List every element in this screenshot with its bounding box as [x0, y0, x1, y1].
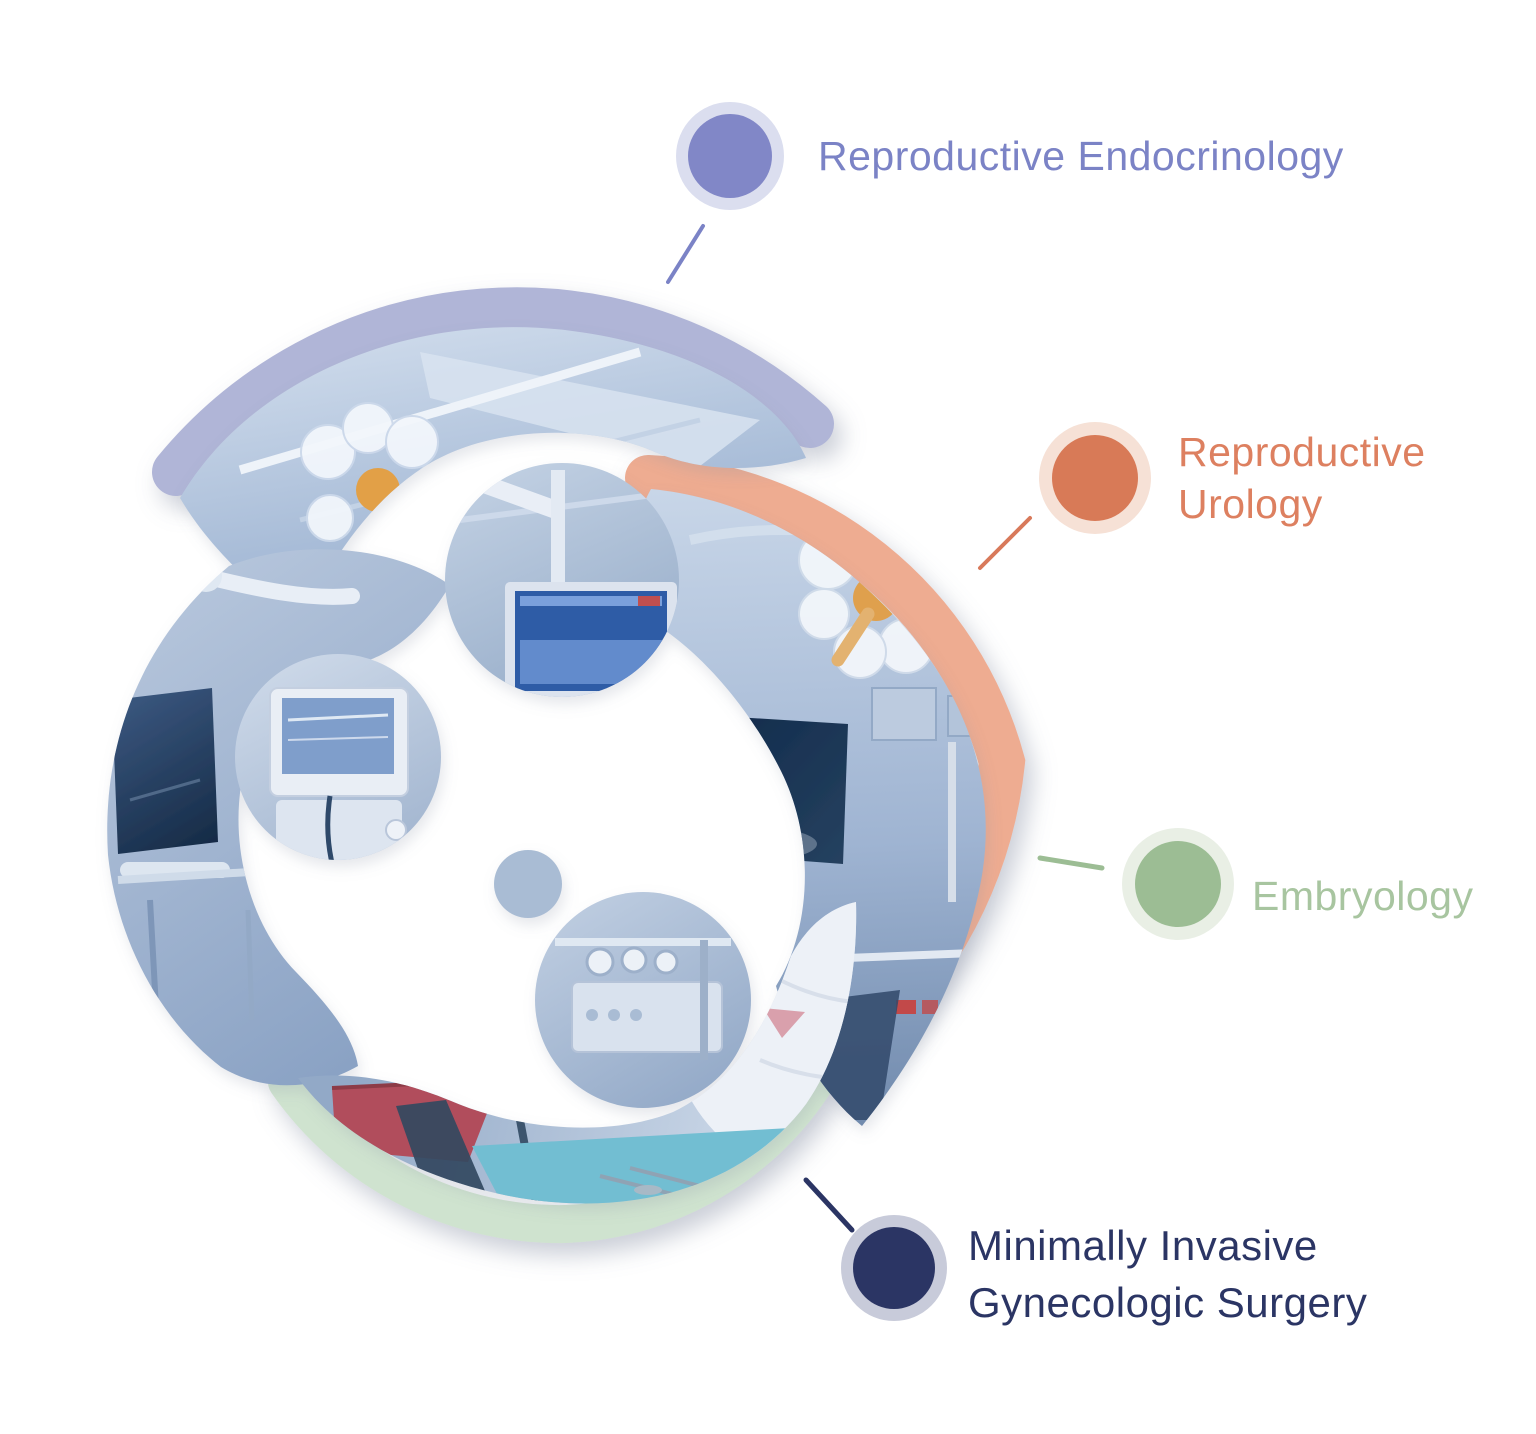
- pole: [700, 940, 708, 1060]
- endocrinology-label: Reproductive Endocrinology: [818, 133, 1344, 179]
- ceiling-line: [459, 489, 677, 523]
- legend-item-endocrinology[interactable]: Reproductive Endocrinology: [676, 102, 1344, 210]
- pole: [245, 909, 255, 1021]
- ceiling-panel: [420, 352, 760, 466]
- connector-lines: [666, 224, 1105, 1233]
- teal-drape: [472, 1128, 826, 1204]
- knob: [385, 819, 407, 841]
- camera-head: [452, 463, 488, 488]
- gauge: [653, 949, 679, 975]
- screen-ui-bar: [520, 596, 662, 606]
- urology-label-line2: Urology: [1178, 481, 1323, 527]
- wall-panel: [871, 687, 937, 741]
- light-handle-knob: [356, 468, 400, 512]
- connector-embryology: [1037, 855, 1105, 871]
- embryology-bullet: [1135, 841, 1221, 927]
- gauge: [620, 946, 648, 974]
- outlet: [896, 1000, 916, 1014]
- surgery-bullet: [853, 1227, 935, 1309]
- embryology-label: Embryology: [1252, 873, 1473, 919]
- petal-left-photo: [107, 549, 450, 1086]
- connector-urology: [978, 516, 1032, 570]
- legend-item-surgery[interactable]: Minimally Invasive Gynecologic Surgery: [841, 1215, 1367, 1326]
- shelf: [555, 938, 731, 946]
- screen-ui-badge: [638, 596, 660, 606]
- knob: [608, 1009, 620, 1021]
- outlet: [922, 1000, 938, 1014]
- legend-item-embryology[interactable]: Embryology: [1122, 828, 1473, 940]
- sheet-fold: [759, 1048, 857, 1082]
- monitor-screen: [282, 698, 394, 774]
- inner-circle-patient-monitor: [235, 654, 441, 860]
- endocrinology-bullet: [688, 114, 772, 198]
- arm-joint: [190, 560, 222, 592]
- sheet-fold: [779, 978, 857, 1006]
- stand-pole: [948, 742, 956, 902]
- vital-trace: [287, 713, 389, 722]
- instrument: [629, 1166, 701, 1188]
- cable: [325, 795, 363, 860]
- legend-item-urology[interactable]: Reproductive Urology: [1039, 422, 1426, 534]
- monitor-screen: [112, 688, 218, 854]
- vital-trace: [287, 736, 389, 741]
- gauge: [585, 947, 615, 977]
- connector-endocrinology: [666, 224, 705, 284]
- mount-pole: [551, 470, 565, 585]
- inner-circle-monitor-arm: [445, 463, 679, 697]
- surgery-label-line2: Gynecologic Surgery: [968, 1279, 1367, 1326]
- screen-glow: [707, 828, 817, 860]
- knob: [586, 1009, 598, 1021]
- screen-ui-rows: [520, 640, 662, 684]
- inner-circle-small: [494, 850, 562, 918]
- surgery-label-line1: Minimally Invasive: [968, 1222, 1318, 1269]
- instrument: [634, 1185, 662, 1195]
- urology-bullet: [1052, 435, 1138, 521]
- connector-surgery: [803, 1177, 855, 1233]
- inner-circle-anesthesia-machine: [535, 892, 751, 1108]
- light-handle: [831, 607, 875, 667]
- monitor-screen: [684, 714, 848, 864]
- urology-label-line1: Reproductive: [1178, 429, 1426, 475]
- shelf: [117, 868, 251, 884]
- pillow-wedge: [763, 1008, 805, 1038]
- screen-glint: [129, 778, 201, 802]
- device-base: [276, 800, 402, 860]
- machine-panel: [571, 981, 723, 1053]
- ribbon-endocrinology-arc: [152, 287, 834, 496]
- knob: [630, 1009, 642, 1021]
